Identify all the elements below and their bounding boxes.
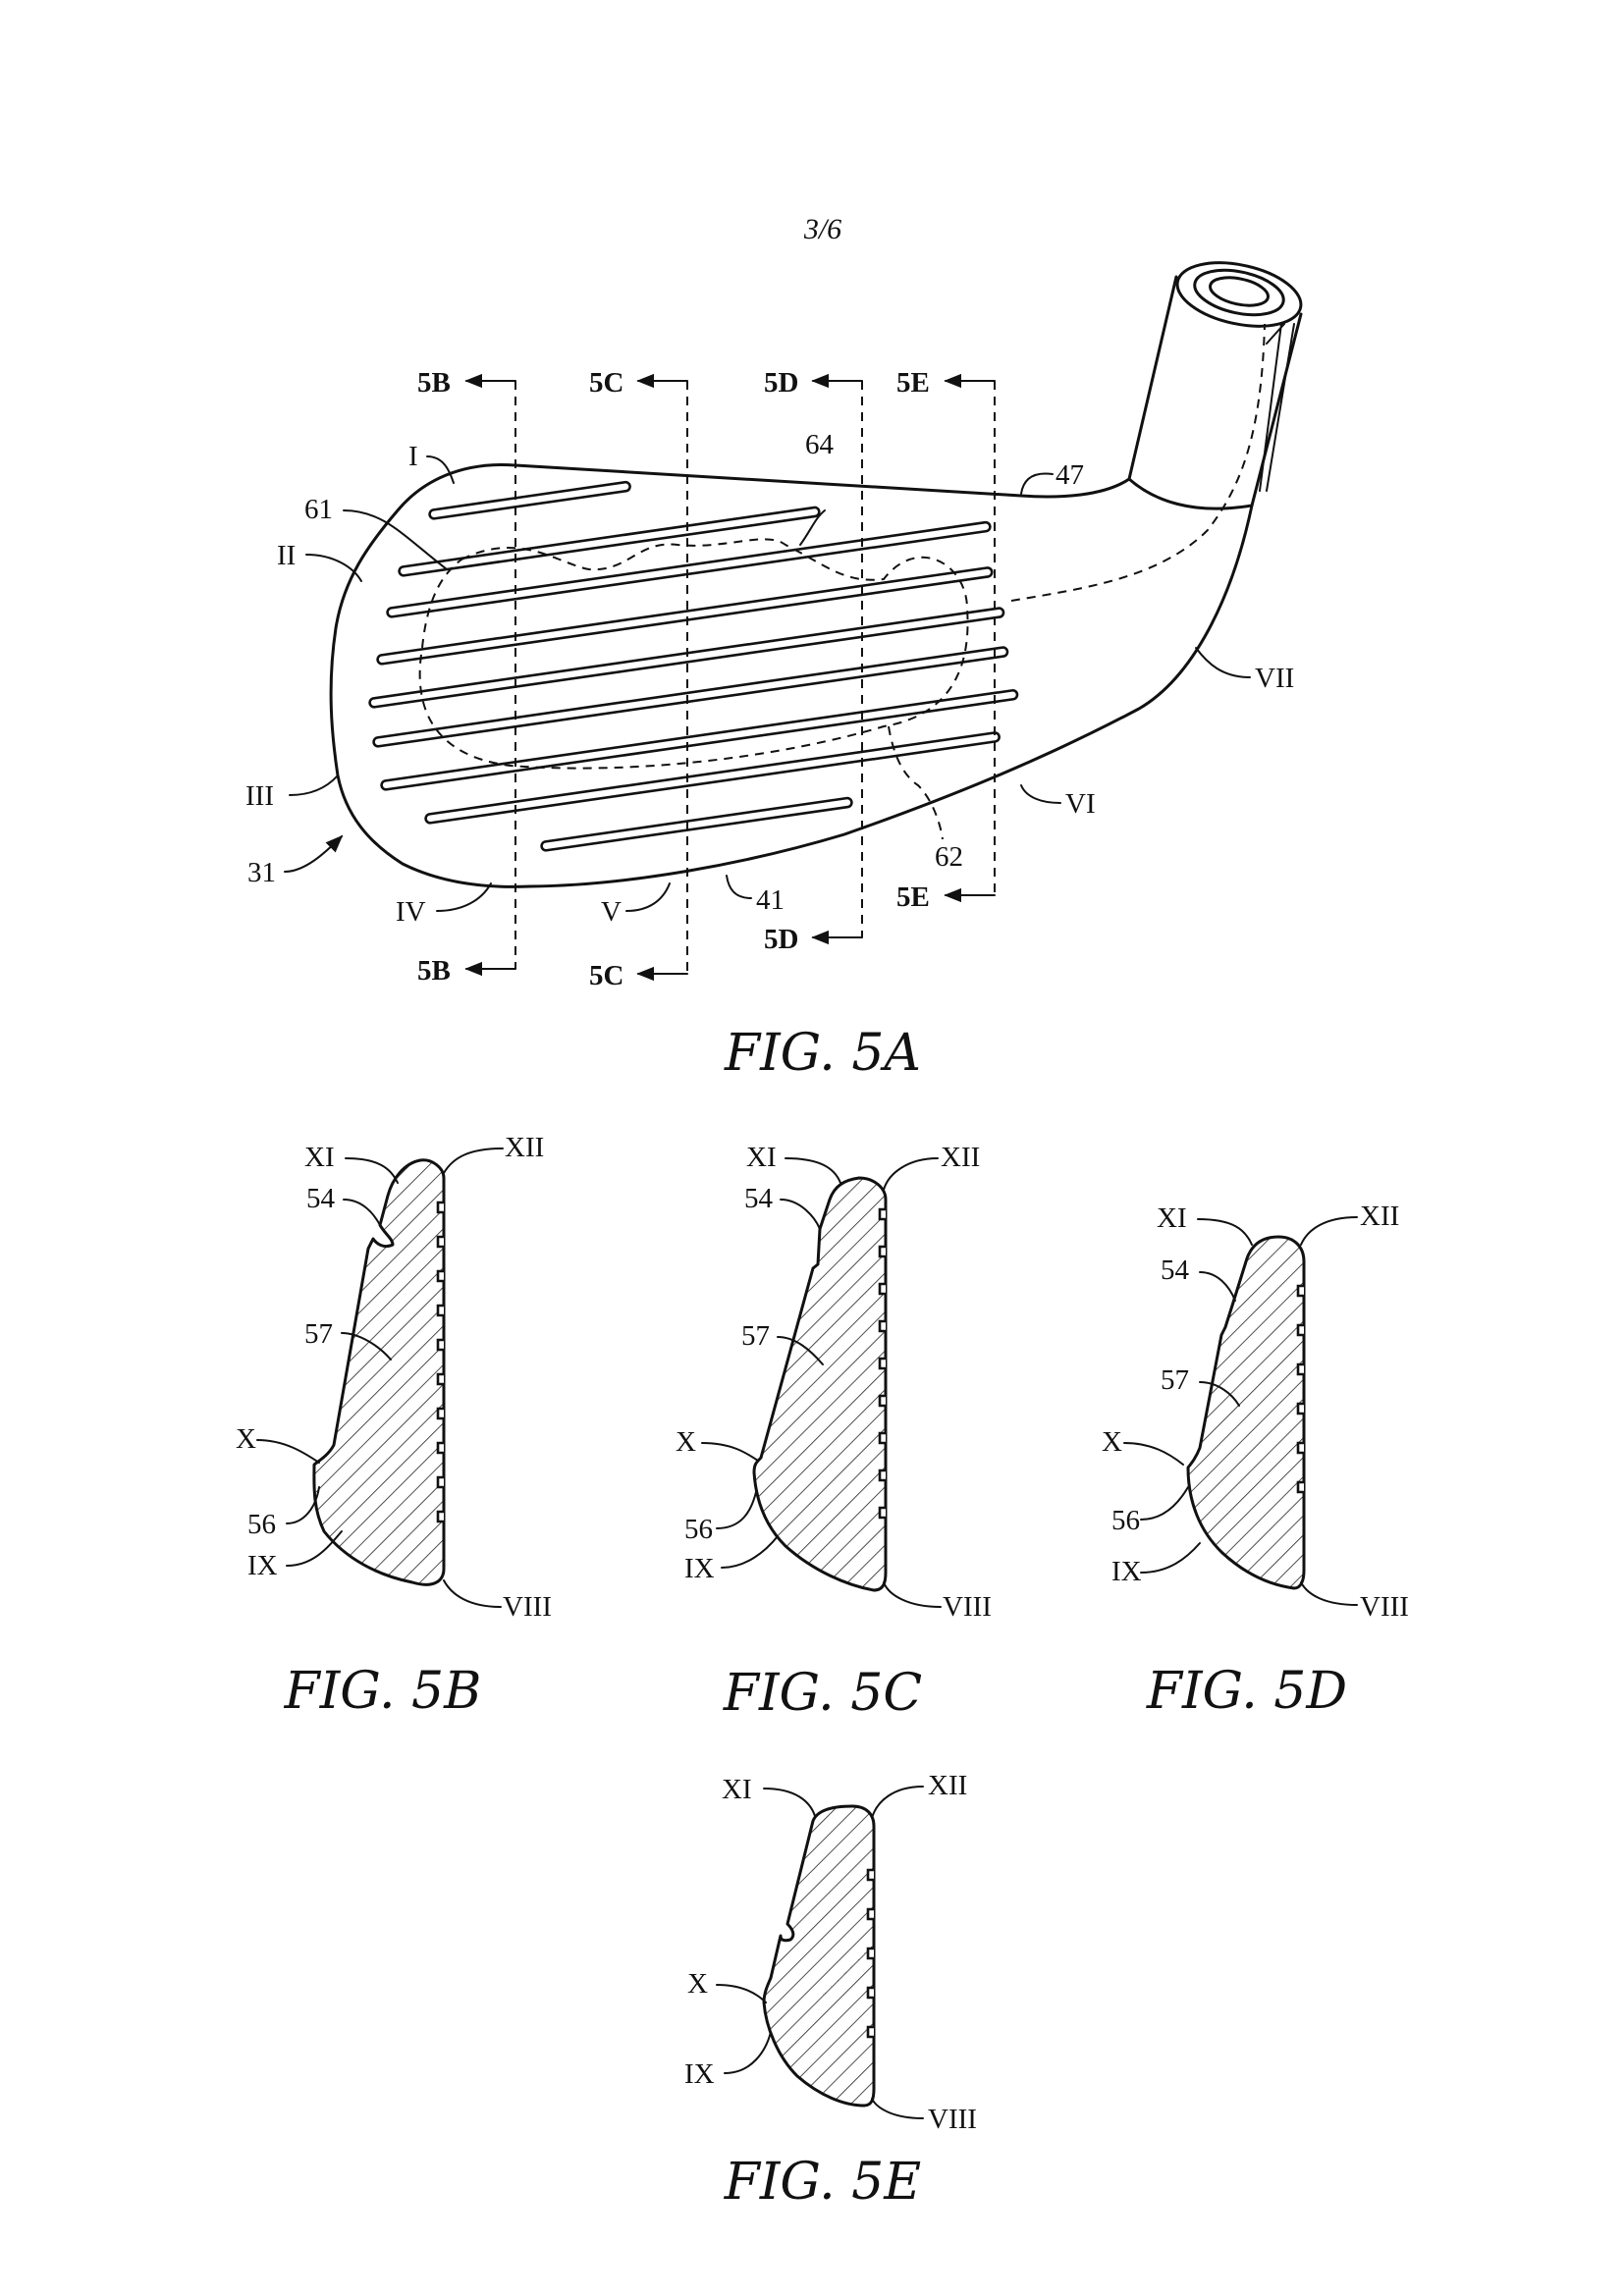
label-41: 41 [756, 884, 785, 916]
label-5c-XII: XII [941, 1142, 980, 1173]
club-head-top-line [514, 463, 1131, 499]
fig-5d: XI XII 54 57 X 56 IX VIII FIG. 5D [1102, 1201, 1409, 1721]
section-lines [464, 373, 996, 982]
leader-lines-5a [284, 455, 1251, 912]
club-head-outline [329, 462, 1254, 888]
leader-lines-5d [1123, 1216, 1358, 1606]
label-61: 61 [304, 494, 333, 525]
label-5e-IX: IX [684, 2058, 715, 2090]
groove-notches-5c [878, 1207, 886, 1520]
label-5b-XI: XI [304, 1142, 335, 1173]
hosel-shading-lines [1259, 323, 1295, 492]
page-number: 3/6 [803, 213, 841, 245]
caption-fig-5a: FIG. 5A [724, 1024, 921, 1083]
label-5d-XI: XI [1157, 1202, 1187, 1234]
caption-fig-5b: FIG. 5B [284, 1662, 482, 1721]
label-5d-54: 54 [1161, 1255, 1190, 1286]
label-5b-57: 57 [304, 1318, 333, 1350]
section-label-5e-bottom: 5E [896, 881, 930, 913]
label-5b-IX: IX [247, 1550, 278, 1581]
fig-5a: 5B 5C 5D 5E 5B 5C 5D 5E I 61 II III 31 I… [245, 261, 1303, 1083]
label-5b-54: 54 [306, 1183, 336, 1214]
label-5c-XI: XI [746, 1142, 777, 1173]
label-47: 47 [1056, 459, 1084, 491]
fig-5e: XI XII X IX VIII FIG. 5E [684, 1770, 977, 2212]
hosel-outline [1127, 275, 1303, 510]
label-5c-57: 57 [741, 1320, 770, 1352]
label-I: I [408, 441, 418, 472]
label-64: 64 [805, 429, 835, 460]
label-5e-X: X [687, 1968, 708, 2000]
leader-lines-5c [701, 1157, 942, 1608]
cross-section-5d [1186, 1235, 1306, 1590]
label-5d-IX: IX [1111, 1556, 1142, 1587]
leader-lines-5e [716, 1786, 924, 2119]
label-5e-XII: XII [928, 1770, 967, 1801]
section-label-5b-top: 5B [417, 367, 451, 399]
label-5c-IX: IX [684, 1553, 715, 1584]
label-5e-VIII: VIII [928, 2104, 977, 2135]
internal-cavity-outline [418, 538, 969, 770]
hosel-bore-outer [1175, 261, 1303, 328]
section-label-5d-top: 5D [764, 367, 798, 399]
label-5d-56: 56 [1111, 1505, 1140, 1536]
cross-section-5e [762, 1804, 876, 2108]
label-5b-56: 56 [247, 1509, 276, 1540]
fig-5c: XI XII 54 57 X 56 IX VIII FIG. 5C [676, 1142, 992, 1723]
face-grooves [368, 480, 1019, 852]
hosel-bore-inner [1209, 276, 1270, 307]
label-5b-X: X [236, 1423, 256, 1455]
caption-fig-5c: FIG. 5C [723, 1664, 922, 1723]
label-31: 31 [247, 857, 276, 888]
label-V: V [601, 896, 622, 928]
section-62-dashed [888, 725, 944, 840]
label-62: 62 [935, 841, 963, 873]
hosel-bore-middle [1193, 268, 1285, 317]
section-label-5c-top: 5C [589, 367, 623, 399]
hosel-internal-dashed [1010, 323, 1266, 602]
caption-fig-5d: FIG. 5D [1146, 1662, 1347, 1721]
label-5b-XII: XII [505, 1132, 544, 1163]
groove-notches-5b [436, 1201, 444, 1523]
section-label-5d-bottom: 5D [764, 924, 798, 955]
caption-fig-5e: FIG. 5E [724, 2153, 921, 2212]
label-VI: VI [1065, 788, 1096, 820]
groove-notches-5d [1296, 1284, 1304, 1494]
label-II: II [277, 540, 296, 571]
cross-section-5b [312, 1158, 446, 1586]
label-5c-54: 54 [744, 1183, 774, 1214]
cross-section-5c [752, 1176, 888, 1592]
label-5d-VIII: VIII [1360, 1591, 1409, 1623]
label-5d-XII: XII [1360, 1201, 1399, 1232]
label-5e-XI: XI [722, 1774, 752, 1805]
label-5b-VIII: VIII [503, 1591, 552, 1623]
label-5c-VIII: VIII [943, 1591, 992, 1623]
label-5c-56: 56 [684, 1514, 713, 1545]
leader-lines-5b [256, 1148, 504, 1608]
section-label-5c-bottom: 5C [589, 960, 623, 991]
section-label-5b-bottom: 5B [417, 955, 451, 987]
fig-5b: XI XII 54 57 X 56 IX VIII FIG. 5B [236, 1132, 552, 1721]
section-label-5e-top: 5E [896, 367, 930, 399]
groove-notches-5e [866, 1868, 874, 2039]
label-5d-X: X [1102, 1426, 1122, 1458]
label-IV: IV [396, 896, 426, 928]
label-5d-57: 57 [1161, 1364, 1189, 1396]
label-III: III [245, 780, 274, 812]
label-VII: VII [1255, 663, 1294, 694]
label-5c-X: X [676, 1426, 696, 1458]
